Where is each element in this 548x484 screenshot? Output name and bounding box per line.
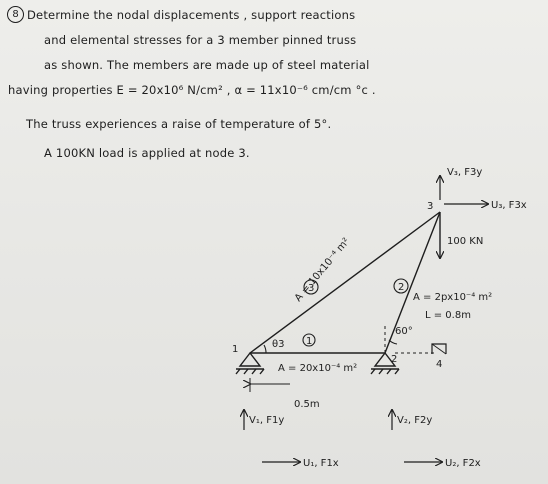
node-2-label: 2: [391, 354, 397, 365]
node-4-label: 4: [436, 359, 442, 370]
length-member-1: 0.5m: [294, 399, 320, 410]
u2-label: U₂, F2x: [445, 458, 481, 469]
area-member-2: A = 2px10⁻⁴ m²: [413, 292, 492, 303]
u3-label: U₃, F3x: [491, 200, 527, 211]
area-member-1: A = 20x10⁻⁴ m²: [278, 363, 357, 374]
element-3-label: 3: [308, 283, 314, 294]
member-2: [384, 211, 441, 354]
member-3: [249, 211, 441, 354]
problem-line-3: as shown. The members are made up of ste…: [44, 58, 370, 72]
problem-number: 8: [12, 9, 19, 20]
theta-label: θ3: [272, 339, 284, 350]
support-node-4: [431, 343, 447, 354]
problem-line-5: The truss experiences a raise of tempera…: [26, 117, 332, 131]
node-1-label: 1: [232, 344, 238, 355]
load-label: 100 KN: [447, 236, 483, 247]
u1-label: U₁, F1x: [303, 458, 339, 469]
node-3-label: 3: [427, 201, 433, 212]
area-member-3: A = 10x10⁻⁴ m²: [293, 236, 352, 304]
element-2-label: 2: [398, 282, 404, 293]
support-node-2: [373, 351, 397, 367]
problem-line-6: A 100KN load is applied at node 3.: [44, 146, 250, 160]
problem-line-4: having properties E = 20x10⁶ N/cm² , α =…: [8, 83, 376, 97]
element-1-label: 1: [306, 336, 312, 347]
v1-label: V₁, F1y: [249, 415, 284, 426]
angle-60-label: 60°: [395, 326, 413, 337]
problem-line-1: Determine the nodal displacements , supp…: [27, 8, 356, 22]
problem-number-circle: 8: [7, 6, 24, 23]
length-member-2: L = 0.8m: [425, 310, 471, 321]
v2-label: V₂, F2y: [397, 415, 432, 426]
v3-label: V₃, F3y: [447, 167, 482, 178]
problem-line-2: and elemental stresses for a 3 member pi…: [44, 33, 357, 47]
support-node-1: [238, 351, 262, 367]
